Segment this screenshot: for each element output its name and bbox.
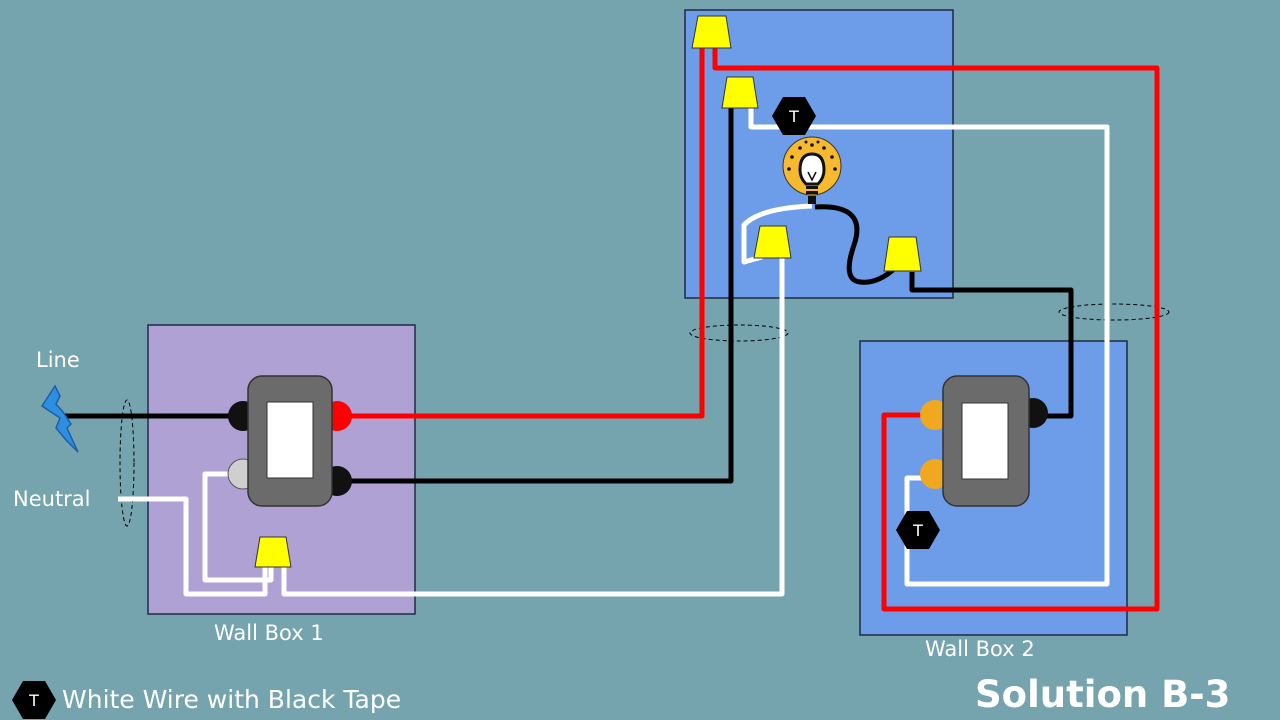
neutral-wire [202,471,274,583]
switch-toggle [266,401,314,479]
neutral-label: Neutral [13,487,91,511]
tape-marker-icon [772,97,816,135]
lightning-bolt-icon [40,384,79,453]
wire-nut-icon [883,236,922,272]
tape-marker-icon [12,681,56,719]
hot-wire [712,48,1160,612]
legend-label: White Wire with Black Tape [62,685,402,714]
light-bulb-icon [782,136,842,204]
wire-nut-icon [691,15,732,49]
hot-wire [346,48,705,419]
tape-marker-icon [896,511,940,549]
cable-bundle-ring [1058,303,1170,321]
neutral-wire [741,203,813,265]
neutral-wire [118,496,268,597]
cable-bundle-ring [119,399,135,527]
tape-marker-text: T [912,521,923,540]
wire-nut-icon [721,76,759,109]
fixture-lead-black [814,204,895,285]
black-wire [909,272,1074,419]
wall-box-2-label: Wall Box 2 [925,637,1035,661]
taped-white-wire [748,108,1110,587]
solution-title: Solution B-3 [975,673,1231,716]
wire-nut-icon [753,225,792,259]
line-label: Line [36,348,80,372]
wire-nut-icon [254,536,292,568]
black-wire [345,108,734,484]
neutral-wire [281,257,785,597]
cable-bundle-ring [689,324,789,342]
switch-toggle [961,402,1009,480]
tape-marker-text: T [28,691,39,710]
tape-marker-text: T [788,107,799,126]
wall-box-1-label: Wall Box 1 [214,621,324,645]
